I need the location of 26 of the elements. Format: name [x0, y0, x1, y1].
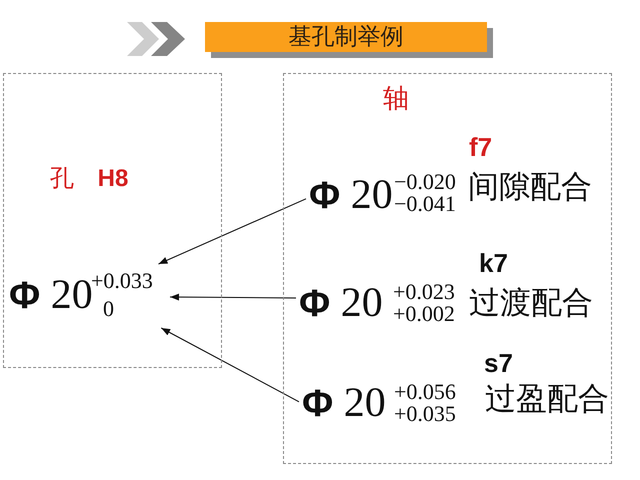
upper-deviation: +0.033	[91, 270, 153, 292]
upper-deviation: +0.056	[394, 380, 456, 402]
lower-deviation: +0.002	[393, 302, 455, 324]
fit-type-label: 间隙配合	[468, 171, 592, 202]
lower-deviation: 0	[103, 298, 114, 320]
arrow	[158, 198, 306, 264]
diameter-text: Φ 20	[9, 274, 93, 316]
upper-deviation: +0.023	[393, 280, 455, 302]
upper-deviation: −0.020	[394, 170, 456, 192]
arrow	[170, 294, 296, 301]
tolerance-grade: k7	[479, 250, 508, 276]
title-banner: 基孔制举例	[205, 22, 487, 52]
diameter-text: Φ 20	[299, 282, 383, 324]
diameter-text: Φ 20	[309, 174, 393, 216]
dashed-panel	[283, 73, 612, 464]
fit-type-label: 过盈配合	[485, 383, 609, 414]
tolerance-grade: s7	[484, 350, 513, 376]
panel-heading: 孔 H8	[50, 166, 128, 191]
diameter-text: Φ 20	[302, 382, 386, 424]
fit-type-label: 过渡配合	[469, 287, 593, 318]
lower-deviation: −0.041	[394, 192, 456, 214]
arrow	[160, 328, 300, 402]
dashed-panel	[3, 73, 222, 368]
panel-heading: 轴	[383, 86, 409, 112]
tolerance-grade: f7	[469, 134, 492, 160]
lower-deviation: +0.035	[394, 402, 456, 424]
